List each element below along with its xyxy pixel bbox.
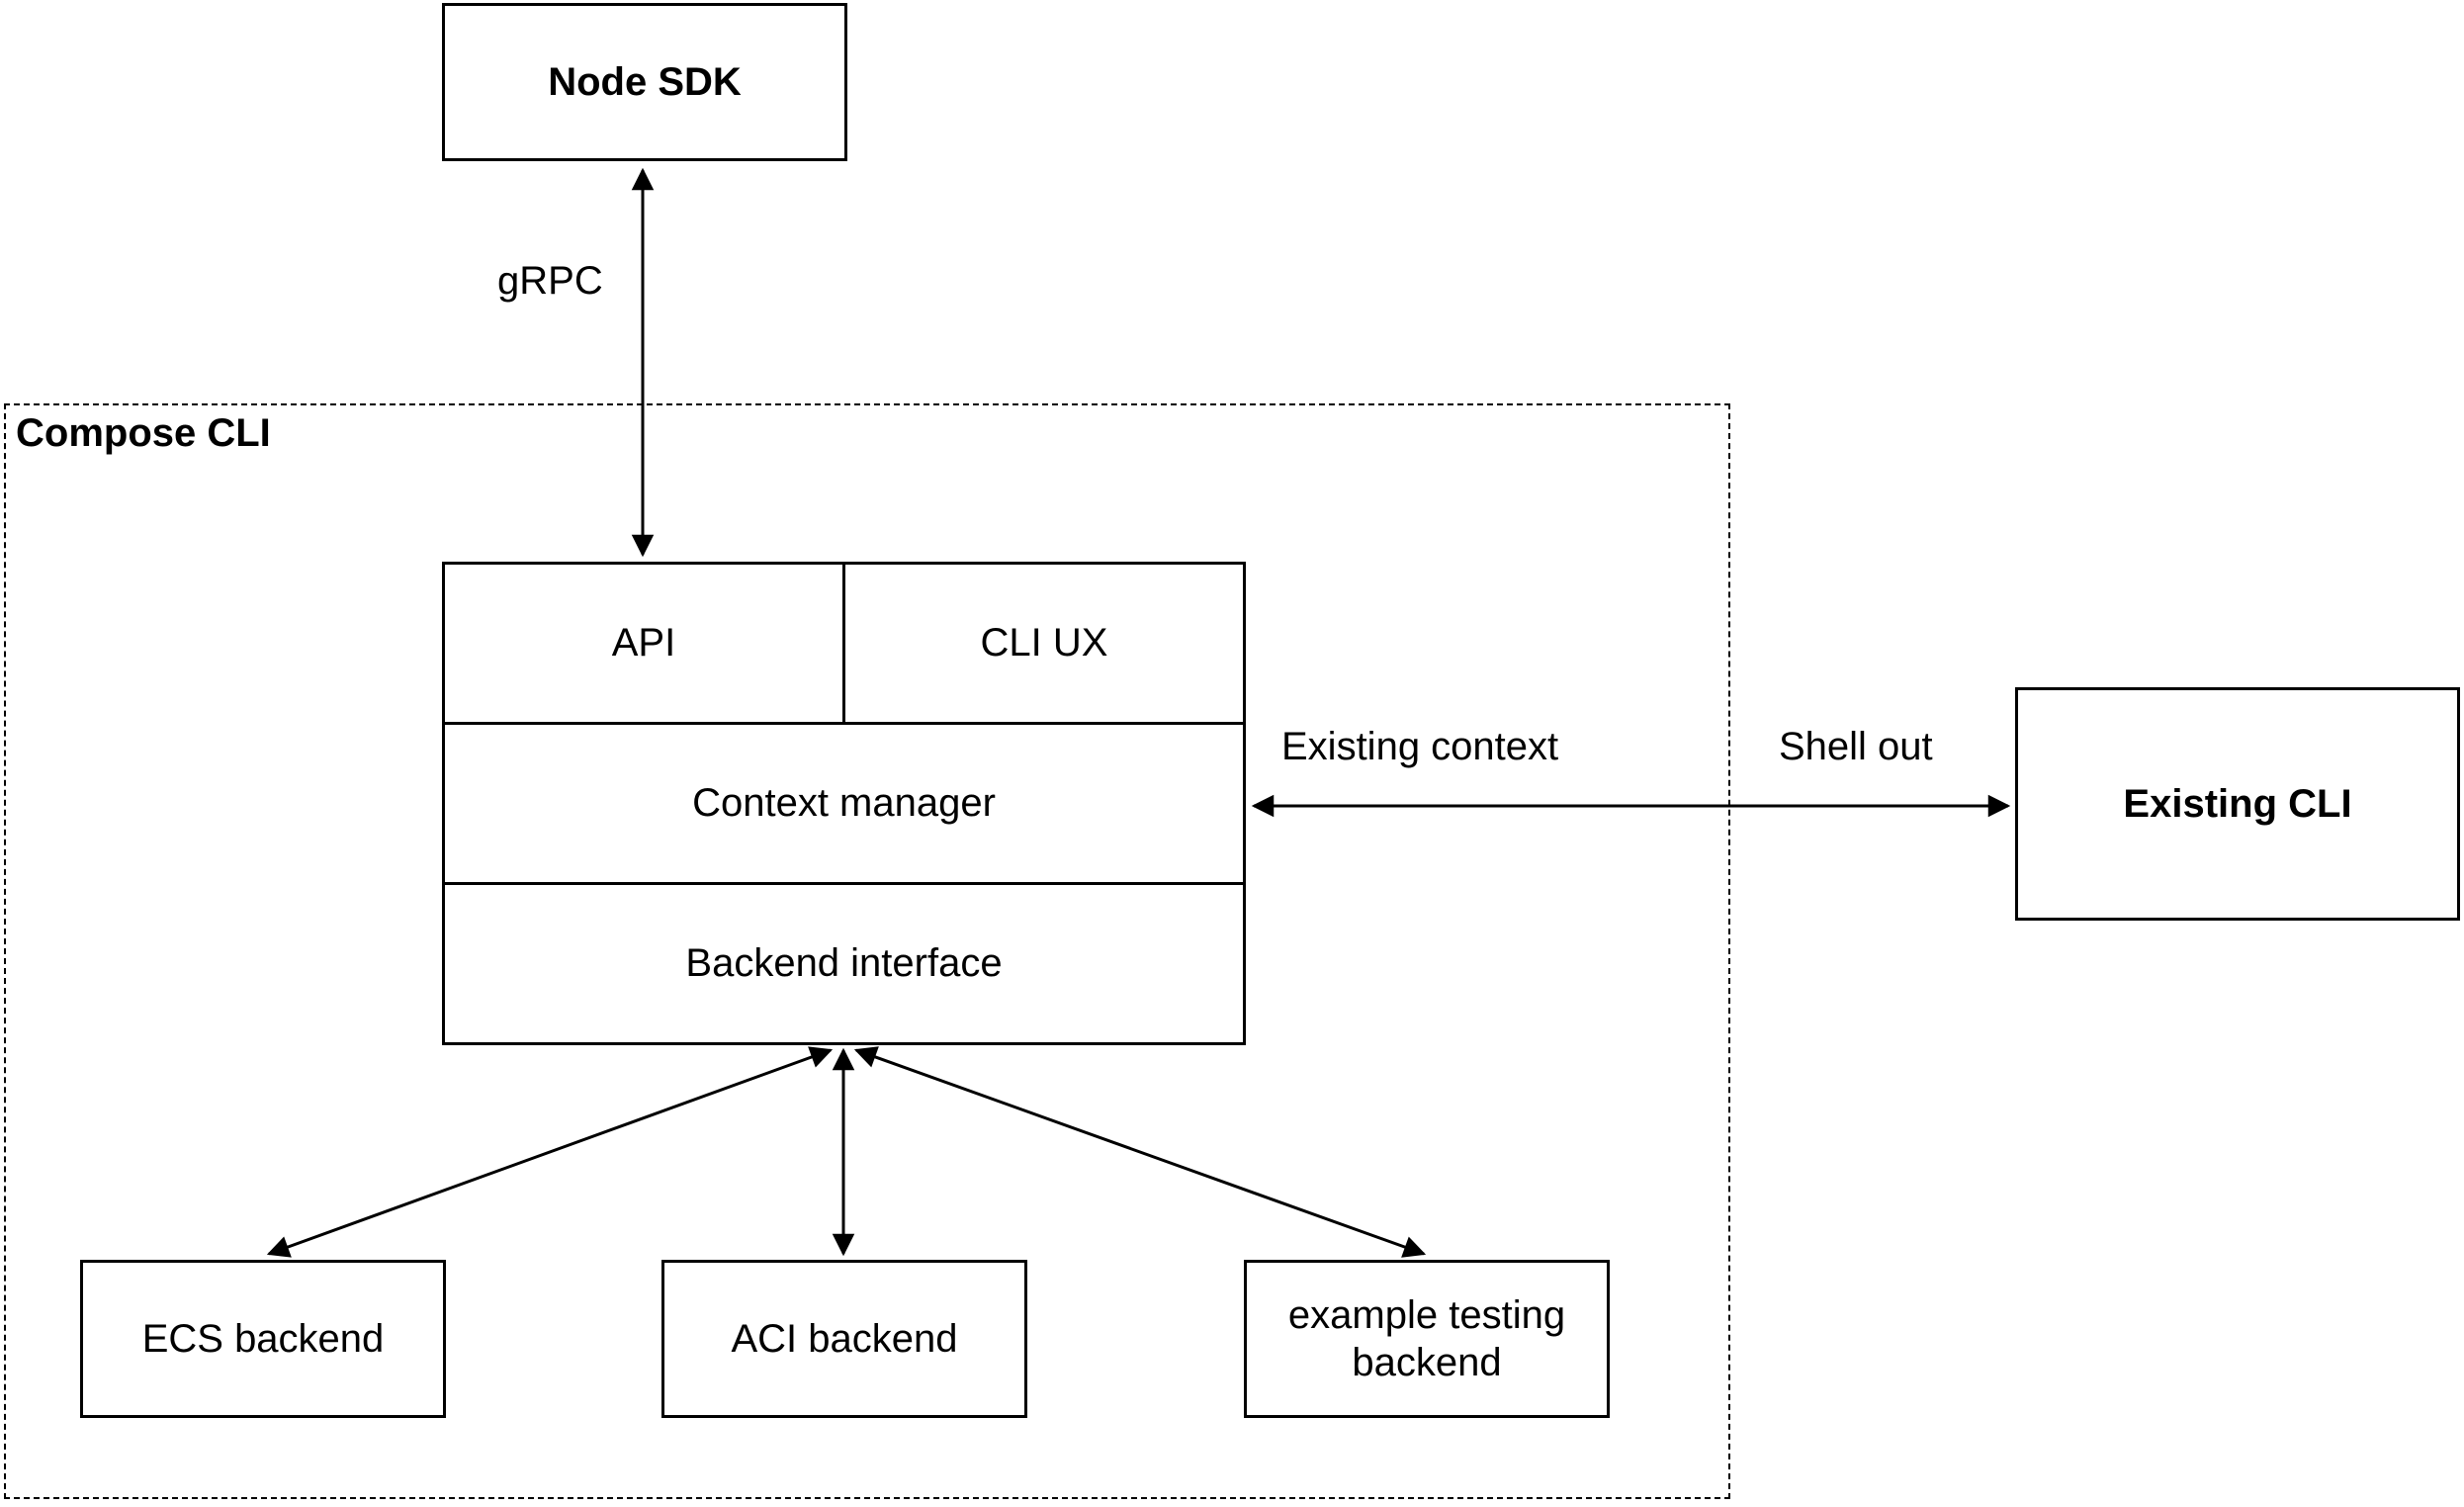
context-manager-row: Context manager xyxy=(445,722,1243,882)
context-manager-cell: Context manager xyxy=(445,725,1243,882)
cli-ux-cell: CLI UX xyxy=(842,565,1243,722)
grpc-edge-label: gRPC xyxy=(491,259,609,304)
ecs-backend-box: ECS backend xyxy=(80,1260,446,1418)
api-label: API xyxy=(611,621,676,665)
backend-interface-cell: Backend interface xyxy=(445,885,1243,1042)
existing-context-edge-label: Existing context xyxy=(1276,725,1565,769)
compose-cli-container: Compose CLI xyxy=(4,403,1730,1499)
node-sdk-box: Node SDK xyxy=(442,3,847,161)
api-cell: API xyxy=(445,565,842,722)
example-testing-backend-box: example testing backend xyxy=(1244,1260,1610,1418)
existing-cli-label: Existing CLI xyxy=(2123,782,2352,826)
compose-cli-stack: API CLI UX Context manager Backend inter… xyxy=(442,562,1246,1045)
cli-ux-label: CLI UX xyxy=(980,621,1108,665)
node-sdk-label: Node SDK xyxy=(548,60,742,104)
aci-backend-box: ACI backend xyxy=(661,1260,1027,1418)
stack-top-row: API CLI UX xyxy=(445,565,1243,722)
ecs-backend-label: ECS backend xyxy=(141,1317,385,1361)
backend-interface-label: Backend interface xyxy=(685,941,1003,985)
backend-interface-row: Backend interface xyxy=(445,882,1243,1042)
existing-cli-box: Existing CLI xyxy=(2015,687,2460,921)
example-testing-backend-label: example testing backend xyxy=(1287,1293,1566,1384)
shell-out-edge-label: Shell out xyxy=(1773,725,1939,769)
context-manager-label: Context manager xyxy=(692,781,996,825)
compose-cli-label: Compose CLI xyxy=(16,411,271,455)
aci-backend-label: ACI backend xyxy=(731,1317,958,1361)
